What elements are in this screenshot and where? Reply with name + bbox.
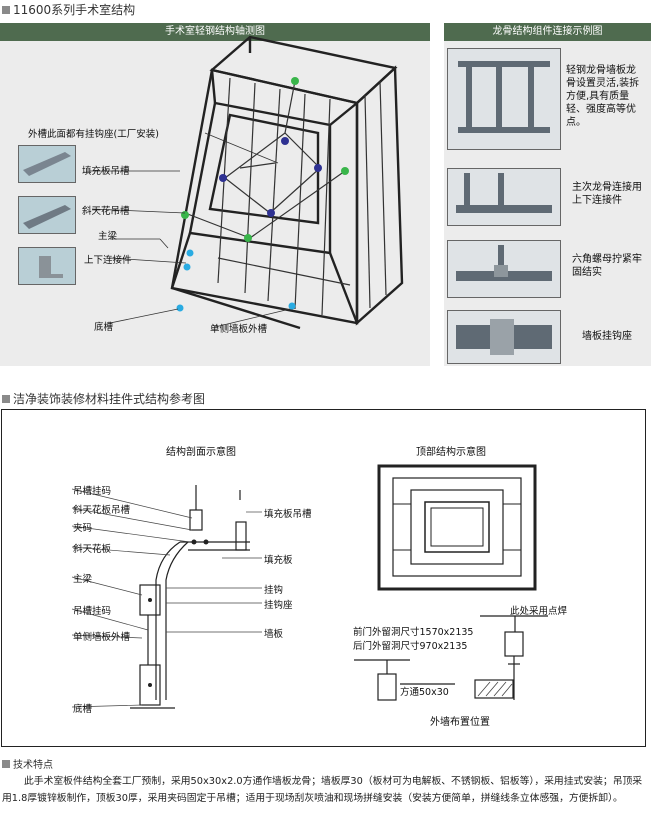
tech-title: 技术特点 [2,756,53,771]
label-e: 主梁 [73,574,93,585]
label-a: 吊槽挂码 [73,486,112,497]
connector-icon [456,173,552,213]
example-text-4: 墙板挂钩座 [582,331,632,342]
label-f: 吊槽挂码 [73,606,112,617]
example-image-2 [447,168,561,226]
section2-title: 洁净装饰装修材料挂件式结构参考图 [2,390,205,407]
label-b: 斜天花板吊槽 [73,505,131,516]
square-tube-label: 方通50x30 [400,687,449,698]
channel-thumbnail-2 [18,196,76,234]
connector-thumbnail [18,247,76,285]
left-panel-header: 手术室轻钢结构轴测图 [0,23,430,41]
label-bottom-channel: 底槽 [94,322,114,333]
hook-seat-icon [456,319,552,355]
label-connector: 上下连接件 [84,255,132,266]
label-main-beam: 主梁 [98,231,118,242]
hex-nut-icon [456,245,552,281]
label-l: 挂钩座 [264,600,293,611]
exterior-wall-drawing [354,615,548,701]
right-panel-header: 龙骨结构组件连接示例图 [444,23,651,41]
square-bullet-icon [2,395,10,403]
label-slope-hanger: 斜天花吊槽 [82,206,130,217]
square-bullet-icon [2,760,10,768]
top-structure-drawing [377,464,537,591]
label-fill-hanger: 填充板吊槽 [82,166,130,177]
label-wall-channel: 单侧墙板外槽 [210,324,268,335]
example-image-3 [447,240,561,298]
example-text-2: 主次龙骨连接用上下连接件 [572,182,642,206]
front-door-size: 前门外留洞尺寸1570x2135 [353,627,474,638]
example-image-1 [447,48,561,150]
channel-thumbnail-1 [18,145,76,183]
reference-drawing-frame [1,409,646,747]
weld-note: 此处采用点焊 [510,606,568,617]
section-heading: 结构剖面示意图 [166,447,236,458]
channel-icon [23,205,71,229]
keel-frame-icon [458,61,550,133]
label-j: 填充板 [264,555,293,566]
square-bullet-icon [2,6,10,14]
label-g: 单侧墙板外槽 [73,632,131,643]
layout-caption: 外墙布置位置 [430,717,490,728]
example-text-1: 轻钢龙骨墙板龙骨设置灵活,装拆方便,具有质量轻、强度高等优点。 [566,65,640,128]
steel-frame-drawing [90,35,404,330]
back-door-size: 后门外留洞尺寸970x2135 [353,641,468,652]
channel-icon [23,152,71,176]
label-i: 填充板吊槽 [264,509,312,520]
cross-section-drawing [71,485,262,709]
label-d: 斜天花板 [73,544,112,555]
axonometric-panel [0,23,430,366]
section1-title: 11600系列手术室结构 [2,1,135,18]
example-image-4 [447,310,561,364]
label-c: 夹码 [73,523,93,534]
label-hook-seat: 外槽此面都有挂钩座(工厂安装) [28,129,159,140]
label-h: 底槽 [73,704,93,715]
top-heading: 顶部结构示意图 [416,447,486,458]
label-k: 挂钩 [264,585,284,596]
bracket-icon [39,256,63,278]
tech-paragraph: 此手术室板件结构全套工厂预制，采用50x30x2.0方通作墙板龙骨；墙板厚30（… [2,776,643,804]
label-m: 墙板 [264,629,284,640]
example-text-3: 六角螺母拧紧牢固结实 [572,254,642,278]
